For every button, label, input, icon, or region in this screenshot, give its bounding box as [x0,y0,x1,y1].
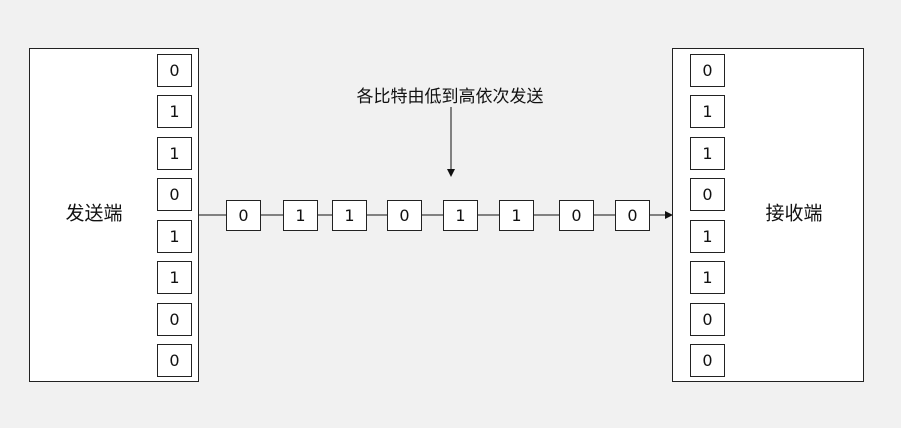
receiver-bit-0: 0 [690,54,725,87]
sender-bit-7: 0 [157,344,192,377]
receiver-bit-2: 1 [690,137,725,170]
sender-bit-6: 0 [157,303,192,336]
receiver-bit-1: 1 [690,95,725,128]
stream-bit-7: 0 [615,200,650,231]
receiver-bit-7: 0 [690,344,725,377]
receiver-bit-6: 0 [690,303,725,336]
transmission-order-note: 各比特由低到高依次发送 [356,87,544,107]
sender-bit-4: 1 [157,220,192,253]
sender-bit-2: 1 [157,137,192,170]
receiver-bit-5: 1 [690,261,725,294]
stream-bit-5: 1 [499,200,534,231]
receiver-label: 接收端 [765,202,823,225]
stream-bit-6: 0 [559,200,594,231]
receiver-bit-4: 1 [690,220,725,253]
stream-bit-1: 1 [283,200,318,231]
sender-bit-3: 0 [157,178,192,211]
stream-bit-0: 0 [226,200,261,231]
sender-bit-1: 1 [157,95,192,128]
sender-bit-5: 1 [157,261,192,294]
receiver-bit-3: 0 [690,178,725,211]
sender-label: 发送端 [65,202,123,225]
receiver-panel: 接收端 0 1 1 0 1 1 0 0 [672,48,864,382]
stream-bit-2: 1 [332,200,367,231]
stream-bit-4: 1 [443,200,478,231]
sender-bit-0: 0 [157,54,192,87]
stream-bit-3: 0 [387,200,422,231]
sender-panel: 发送端 0 1 1 0 1 1 0 0 [29,48,199,382]
